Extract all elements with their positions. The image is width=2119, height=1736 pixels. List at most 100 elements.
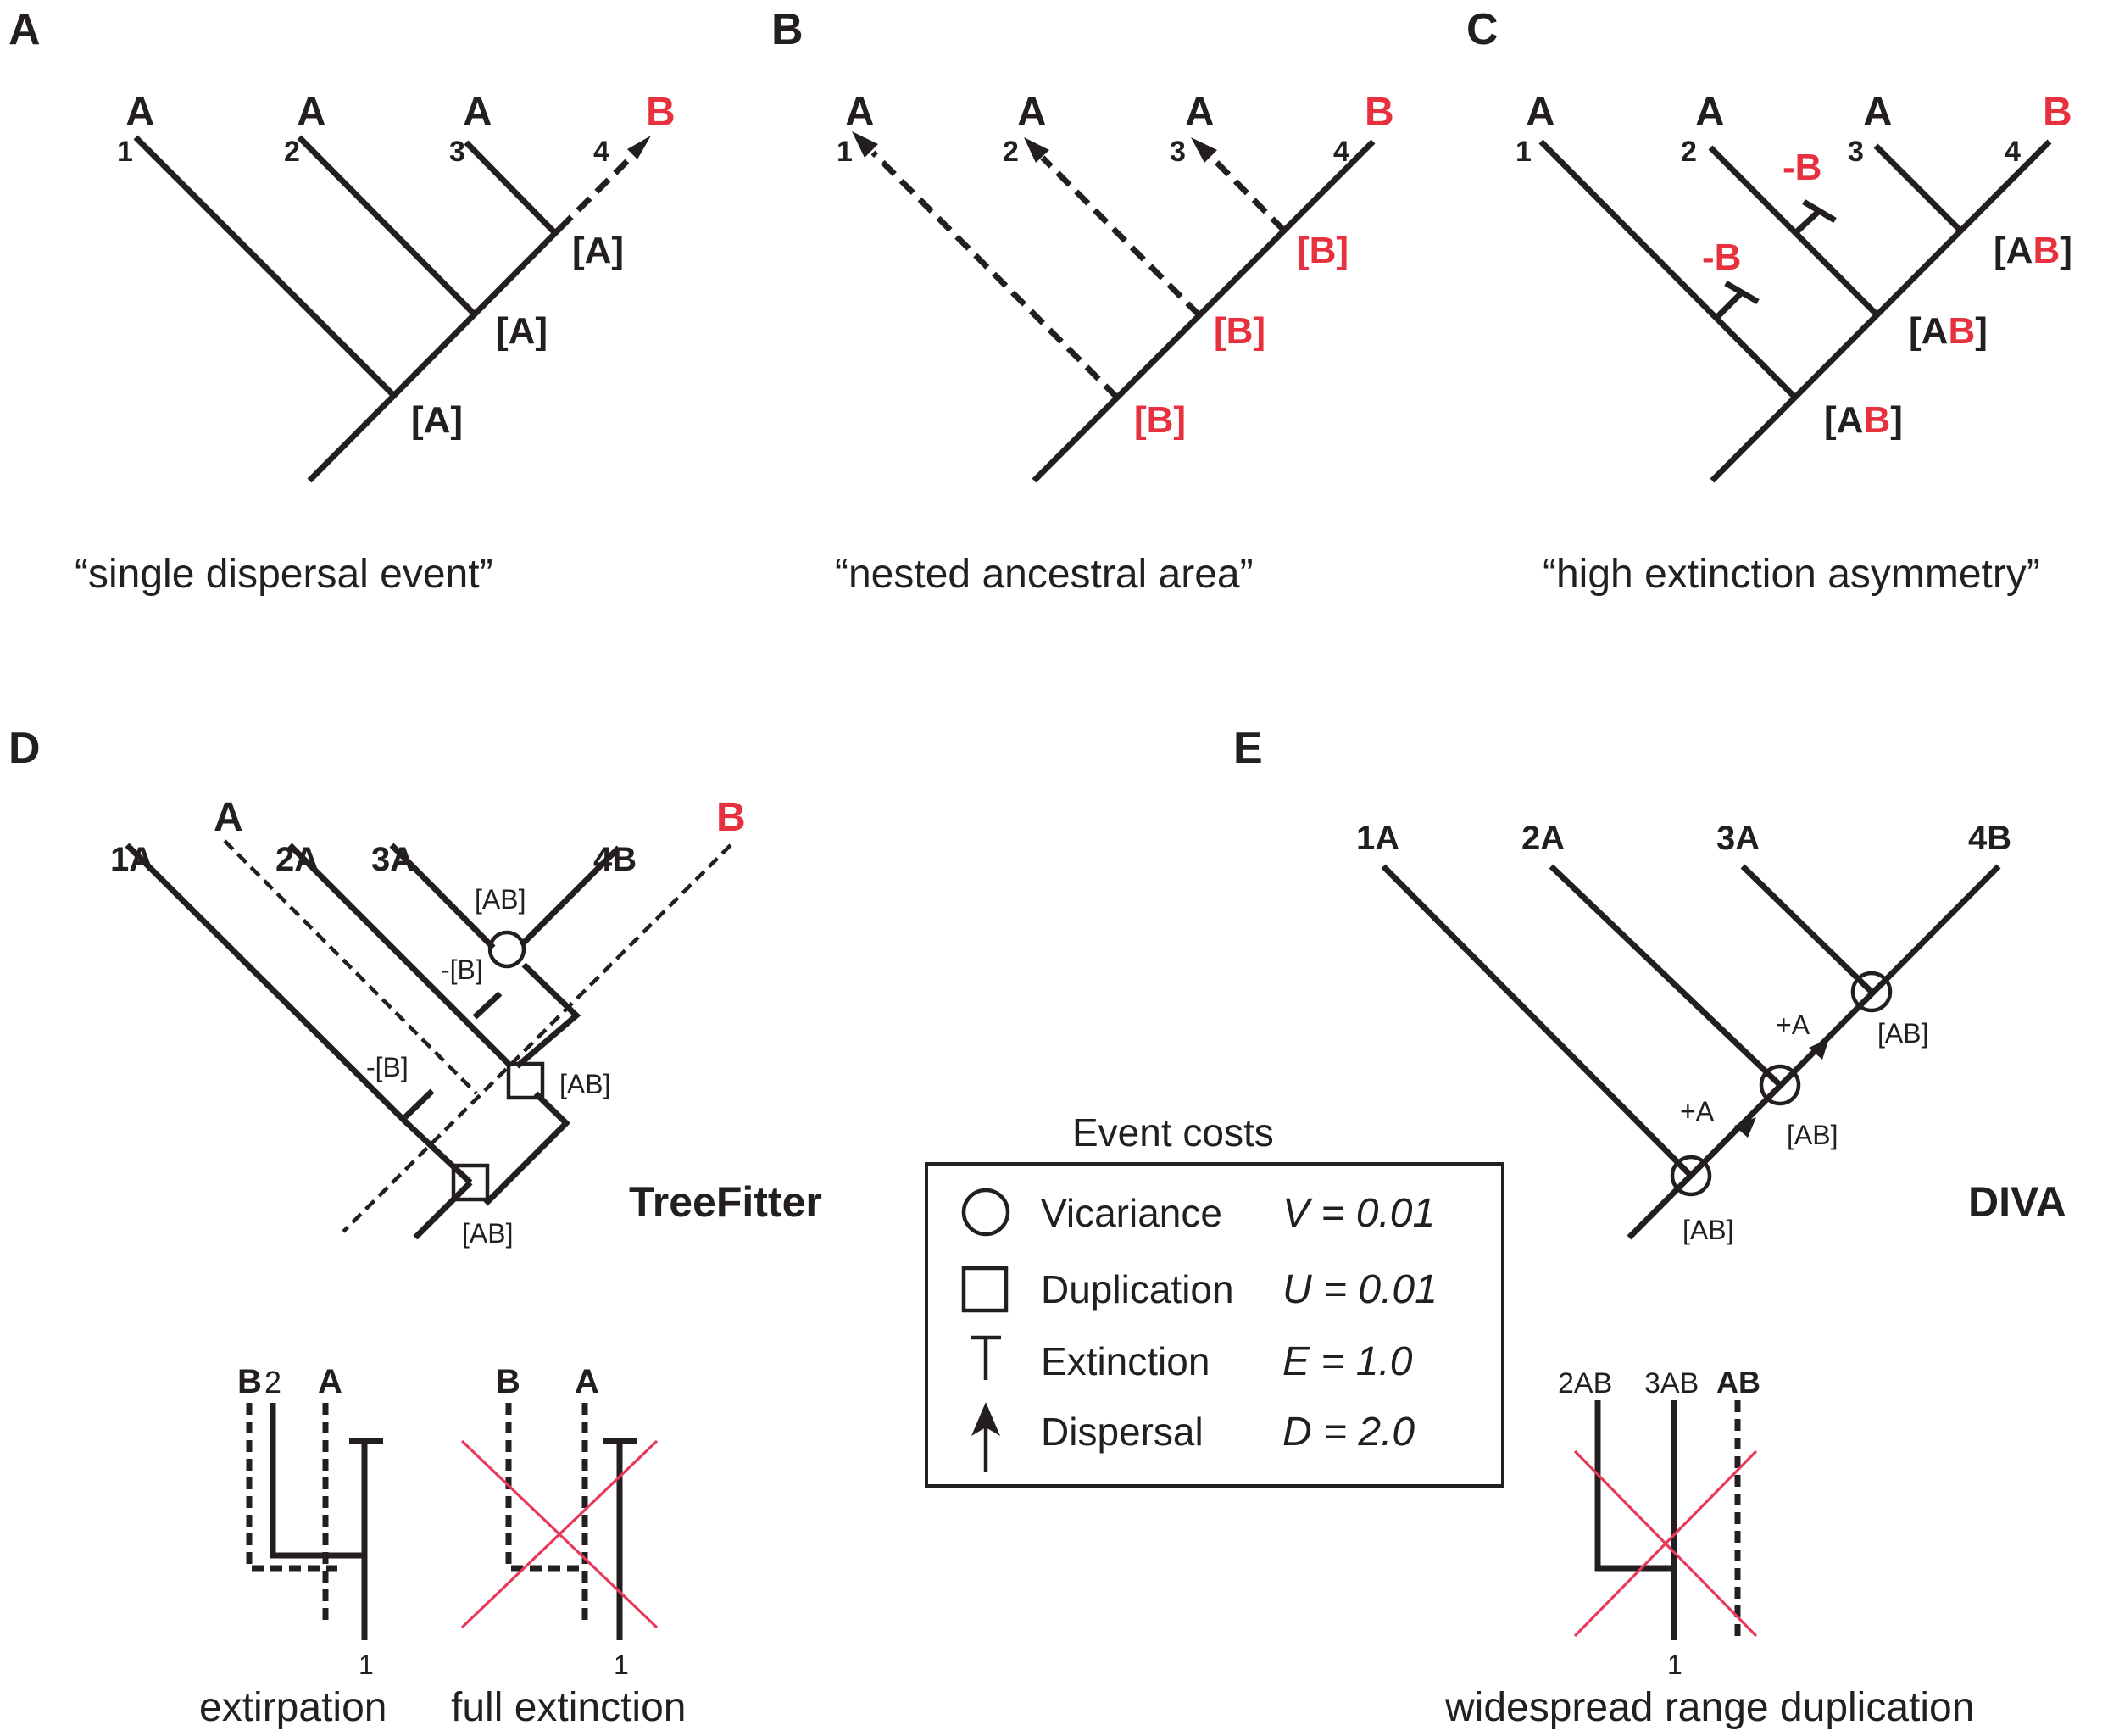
node-label: [AB] (462, 1218, 513, 1249)
tip-number-3: 3 (1848, 136, 1864, 168)
dispersal-branch-1 (870, 150, 1120, 400)
inset-label-2: 2 (264, 1365, 281, 1399)
node-label: [B] (1134, 399, 1186, 441)
legend-name: Vicariance (1041, 1191, 1222, 1235)
dispersal-label: +A (1776, 1010, 1810, 1040)
extinction-label: -[B] (366, 1052, 409, 1082)
tip-number-1: 1 (837, 136, 853, 168)
legend-box (925, 1162, 1504, 1488)
node-label: [AB] (1682, 1215, 1733, 1245)
branch-1 (133, 135, 397, 398)
branch-1a (1381, 864, 1694, 1178)
tip-number-2: 2 (1003, 136, 1019, 168)
tip-label-b: B (716, 795, 746, 840)
tip-label-4b: 4B (1968, 820, 2011, 857)
legend-cost: U = 0.01 (1282, 1267, 1438, 1312)
branch-3 (1873, 143, 1963, 233)
tip-number-3: 3 (1170, 136, 1186, 168)
legend-name: Dispersal (1041, 1410, 1204, 1454)
dispersal-arrowhead (1809, 1038, 1829, 1060)
tip-area-2: A (1017, 90, 1047, 135)
inset-label-1: 1 (614, 1650, 629, 1680)
trunk-branch (307, 226, 562, 483)
solid-lineage-2 (270, 1403, 366, 1559)
method-label: DIVA (1968, 1178, 2066, 1226)
circle-icon (961, 1188, 1010, 1237)
legend-cost: V = 0.01 (1282, 1191, 1435, 1236)
extinction-stem (472, 991, 503, 1020)
node-label: [AB] (1787, 1120, 1838, 1150)
inset-label-1: 1 (1667, 1650, 1682, 1680)
arrow-icon (971, 1402, 1000, 1436)
method-label: TreeFitter (629, 1178, 822, 1226)
tip-area-3: A (463, 90, 492, 135)
panel-letter: E (1233, 724, 1263, 773)
panel-letter: A (8, 5, 41, 54)
panel-d: D 1A A 2A 3A 4B B -[B] -[B] [AB] [AB] [A… (8, 724, 822, 1730)
panel-b: B A A A B 1 2 3 4 [B] [B] [B] “nested an… (771, 5, 1394, 597)
vicariance-circle-icon (1850, 971, 1893, 1013)
inset-label-1: 1 (359, 1650, 374, 1680)
dispersal-arrowhead (852, 131, 878, 158)
cross-out-line (1573, 1449, 1758, 1638)
dashed-lineage-b (505, 1403, 585, 1572)
tip-label-4b: 4B (593, 841, 637, 878)
dashed-lineage-b (246, 1403, 337, 1572)
node-label: [AB] (1877, 1018, 1928, 1049)
extinction-bar-icon (1802, 198, 1837, 224)
tip-area-1: A (1526, 90, 1555, 135)
branch-1a-stem (403, 1119, 473, 1185)
trunk-branch (1710, 139, 2052, 483)
tip-area-2: A (1695, 90, 1725, 135)
inset-tip-3ab: 3AB (1644, 1367, 1699, 1399)
legend-title: Event costs (1072, 1110, 1274, 1155)
node-label: [A] (572, 230, 624, 271)
node-label: [AB] (1824, 399, 1903, 441)
tip-area-3: A (1863, 90, 1893, 135)
vicariance-circle-icon (1759, 1064, 1801, 1106)
dashed-lineage-b (342, 843, 732, 1233)
inset-tip-2ab: 2AB (1558, 1367, 1612, 1399)
duplication-connector (483, 1091, 570, 1206)
legend-name: Extinction (1041, 1339, 1210, 1383)
tip-label-3a: 3A (1716, 820, 1760, 857)
panel-letter: D (8, 724, 41, 773)
root-branch (413, 1180, 473, 1240)
vicariance-circle-icon (1670, 1155, 1712, 1197)
extinction-stem (1714, 290, 1744, 320)
dispersal-arrowhead (1191, 137, 1217, 163)
panel-c: C -B -B A A A B 1 2 3 4 [AB] [AB] [AB] “… (1466, 5, 2072, 597)
extinction-label: -B (1783, 147, 1821, 188)
node-label: [A] (496, 310, 548, 352)
tip-area-4: B (1365, 90, 1394, 135)
inset-widespread-range-duplication: 2AB 3AB AB 1 widespread range duplicatio… (1444, 1365, 1974, 1730)
node-label: [AB] (475, 884, 526, 915)
node-label: [AB] (1909, 310, 1988, 352)
panel-a: A A A A B 1 2 3 4 [A] [A] [A] “single di… (8, 5, 676, 597)
panel-letter: B (771, 5, 804, 54)
event-costs-legend: Event costs Vicariance V = 0.01 Duplicat… (925, 1110, 1504, 1488)
tip-number-2: 2 (284, 136, 300, 168)
cross-out-line (460, 1439, 659, 1629)
dispersal-arrowhead (1024, 137, 1049, 163)
dispersal-arrowhead (1734, 1117, 1756, 1138)
duplication-connector (514, 962, 581, 1069)
legend-cost: D = 2.0 (1282, 1410, 1415, 1455)
branch-3a (389, 843, 496, 950)
node-label: [AB] (1994, 230, 2072, 271)
legend-name: Duplication (1041, 1267, 1234, 1311)
caption: extirpation (199, 1685, 387, 1730)
dispersal-branch-4 (557, 157, 631, 231)
dispersal-branch-2 (1040, 155, 1202, 318)
duplication-square-icon (451, 1163, 490, 1202)
tip-label-2a: 2A (1521, 820, 1565, 857)
extinction-label: -B (1702, 236, 1741, 278)
tip-area-3: A (1185, 90, 1215, 135)
branch-2 (297, 135, 477, 317)
node-label: [B] (1214, 310, 1265, 352)
dispersal-branch-3 (1210, 155, 1287, 233)
tip-area-4: B (646, 90, 676, 135)
inset-tip-ab: AB (1716, 1365, 1760, 1399)
branch-1a (125, 843, 409, 1126)
